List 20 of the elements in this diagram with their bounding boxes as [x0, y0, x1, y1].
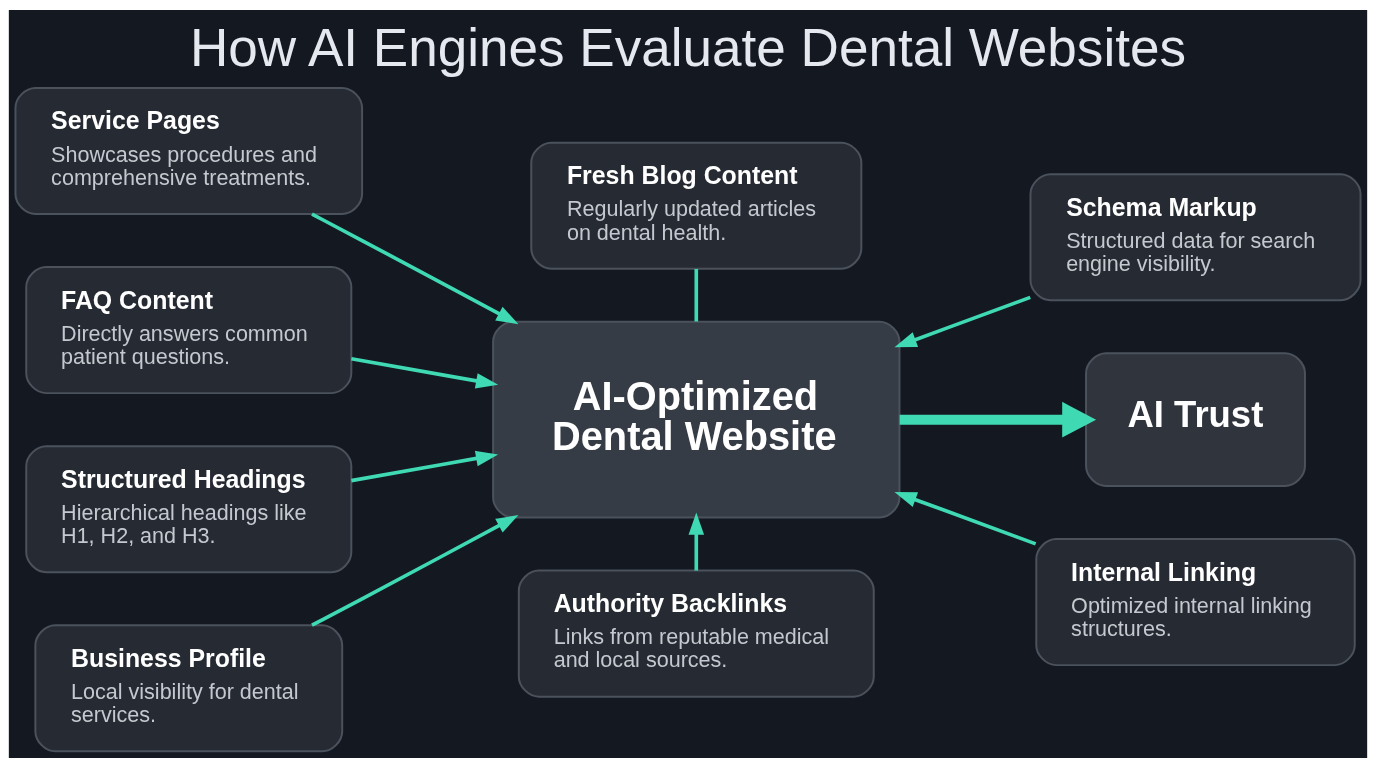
arrow — [311, 515, 519, 627]
node-box: AI Trust — [1085, 352, 1306, 487]
arrow — [688, 512, 705, 571]
arrow — [899, 401, 1097, 438]
arrow — [894, 295, 1031, 348]
node-box: Service Pages Showcases procedures and comprehensive treatments. — [14, 86, 364, 215]
node-box: FAQ Content Directly answers common patient questions. — [25, 266, 353, 395]
arrow — [311, 212, 519, 325]
node-box: Fresh Blog Content Regularly updated articles on dental health. — [530, 141, 863, 270]
diagram-title: How AI Engines Evaluate Dental Websites — [190, 17, 1186, 77]
arrow — [894, 491, 1037, 546]
node-box: Schema Markup Structured data for search engine visibility. — [1029, 173, 1362, 302]
connector — [694, 269, 699, 322]
node-box: Business Profile Local visibility for dental services. — [34, 624, 344, 753]
arrow — [351, 356, 499, 389]
arrow — [351, 450, 499, 483]
node-box: AI-Optimized Dental Website — [492, 320, 901, 519]
node-box: Authority Backlinks Links from reputable medical and local sources. — [517, 569, 875, 698]
node-box: Internal Linking Optimized internal linking structures. — [1035, 538, 1356, 667]
node-box: Structured Headings Hierarchical headings like H1, H2, and H3. — [25, 445, 353, 574]
